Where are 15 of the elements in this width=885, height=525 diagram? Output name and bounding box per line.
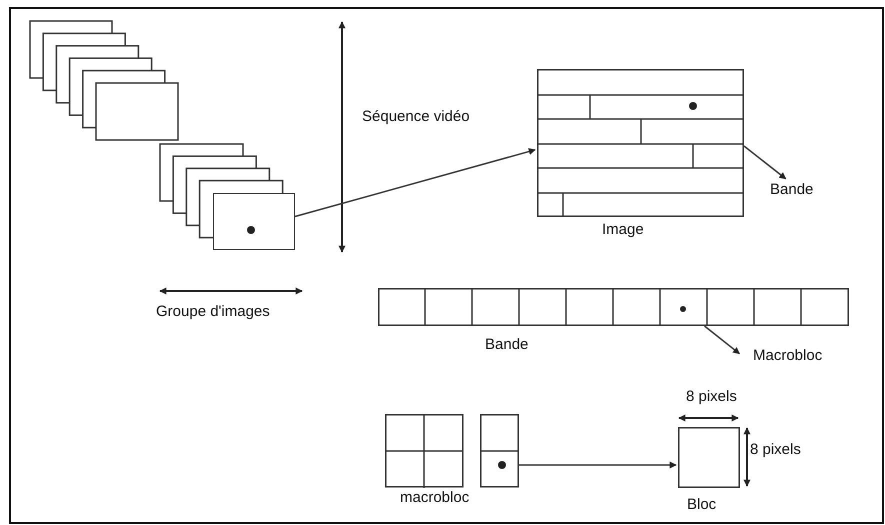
bande-caption: Bande: [485, 336, 528, 354]
axis-label: Groupe d'images: [156, 303, 270, 321]
macrobloc-label: Macrobloc: [753, 347, 822, 365]
dimension-label: 8 pixels: [686, 388, 737, 406]
bande-label: Bande: [770, 181, 814, 199]
arrow: [519, 462, 677, 468]
axis-label: Séquence vidéo: [362, 108, 470, 126]
macrobloc-caption: macrobloc: [400, 489, 470, 507]
arrow: [294, 148, 536, 218]
dimension-label: 8 pixels: [750, 441, 801, 459]
image-caption: Image: [602, 221, 644, 239]
bloc-caption: Bloc: [687, 496, 716, 514]
arrow: [704, 325, 740, 354]
arrow: [744, 145, 786, 180]
frame-box: [213, 193, 295, 250]
